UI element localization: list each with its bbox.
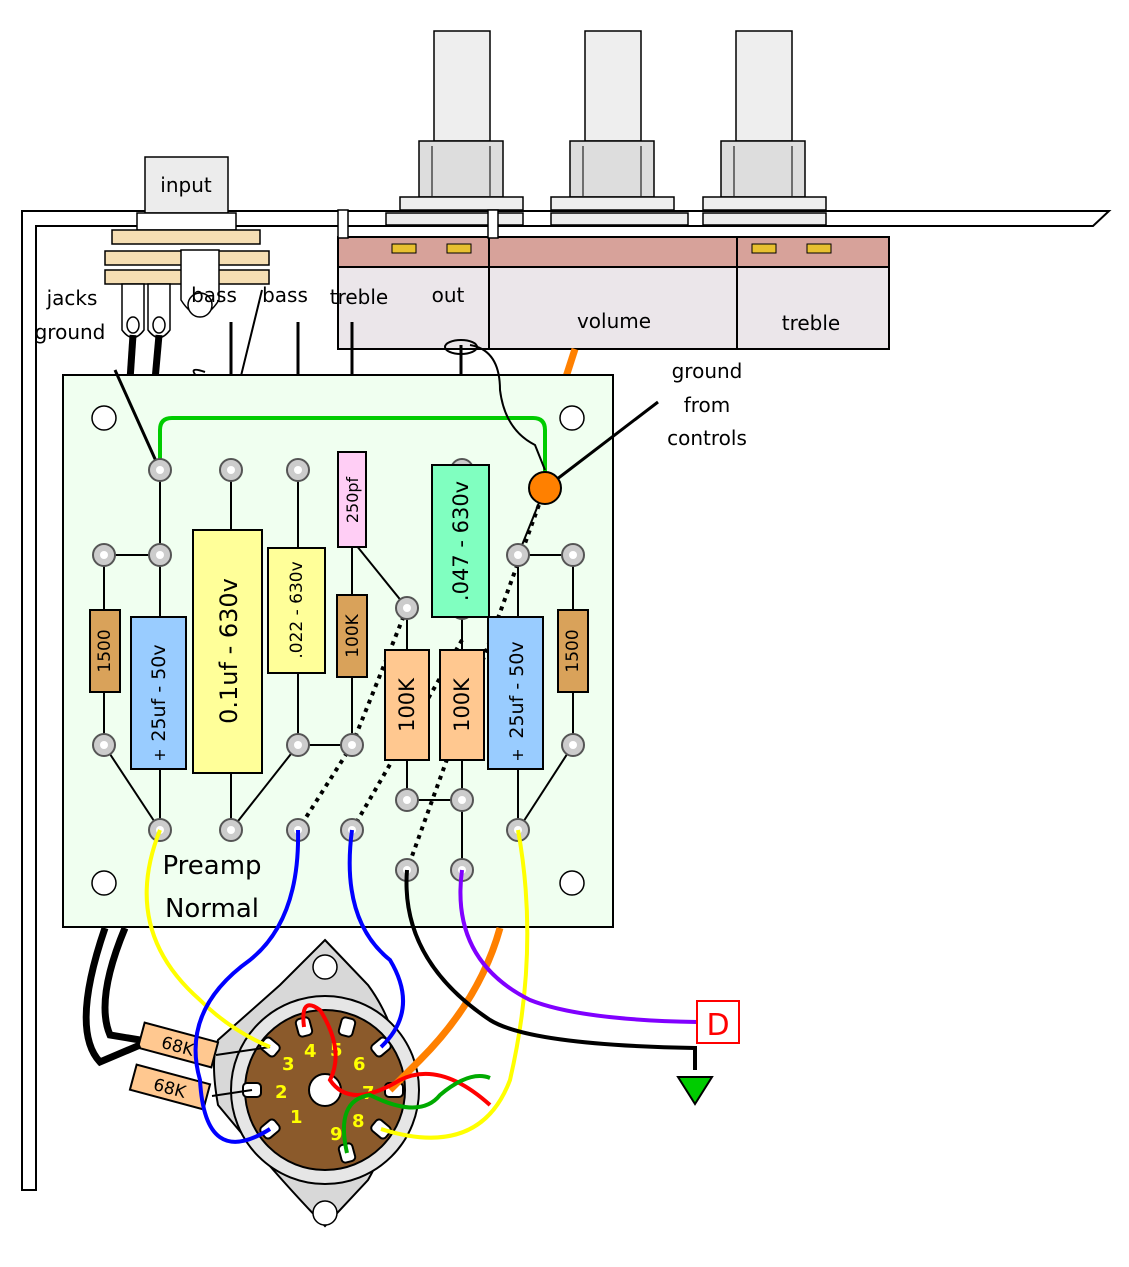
resistor-100k-a: 100K <box>336 594 368 678</box>
chassis <box>21 210 1112 1191</box>
d-marker: D <box>696 1000 740 1044</box>
svg-text:25uf - 50v: 25uf - 50v <box>148 644 170 741</box>
board-name-line1: Preamp <box>162 851 261 881</box>
svg-text:+: + <box>150 748 169 761</box>
capacitor-250pf: 250pf <box>337 451 367 548</box>
svg-text:25uf - 50v: 25uf - 50v <box>506 641 528 738</box>
bass-label-1: bass <box>191 283 237 307</box>
input-jack: input <box>104 156 270 339</box>
capacitor-022: .022 - 630v <box>267 547 326 674</box>
ground-bus-wire <box>158 416 547 488</box>
resistor-1500-left: 1500 <box>89 609 121 693</box>
pot-shaft-3 <box>702 30 827 226</box>
svg-text:.022 - 630v: .022 - 630v <box>287 561 307 658</box>
socket-wires <box>82 829 698 1154</box>
svg-text:1500: 1500 <box>563 629 583 672</box>
pot-shaft-2 <box>550 30 689 226</box>
board-name-line2: Normal <box>165 894 259 924</box>
capacitor-25uf-right: 25uf - 50v + <box>487 616 544 770</box>
treble-label: treble <box>330 285 389 309</box>
ground-label: ground <box>35 320 106 344</box>
jacks-label: jacks <box>46 286 98 310</box>
svg-text:100K: 100K <box>343 613 363 657</box>
svg-text:1500: 1500 <box>95 629 115 672</box>
svg-text:100K: 100K <box>450 677 474 732</box>
svg-text:3: 3 <box>282 1054 295 1075</box>
ground-lug <box>528 471 562 505</box>
svg-text:4: 4 <box>304 1041 317 1062</box>
treble-pot-label: treble <box>782 311 841 335</box>
svg-text:D: D <box>706 1008 729 1043</box>
pots: out volume treble <box>337 30 890 350</box>
pot-shaft-1 <box>385 30 524 226</box>
svg-text:+: + <box>508 748 527 761</box>
resistor-1500-right: 1500 <box>557 609 589 693</box>
svg-text:100K: 100K <box>395 677 419 732</box>
svg-text:250pf: 250pf <box>343 476 362 523</box>
capacitor-047: .047 - 630v <box>431 464 490 618</box>
input-label: input <box>160 173 212 197</box>
resistor-100k-b: 100K <box>384 649 430 761</box>
svg-text:6: 6 <box>353 1054 366 1075</box>
bass-label-2: bass <box>262 283 308 307</box>
svg-text:2: 2 <box>275 1082 288 1103</box>
svg-text:8: 8 <box>352 1111 365 1132</box>
ground-from-controls-line1: ground <box>672 359 743 383</box>
ground-from-controls-line2: from <box>684 393 731 417</box>
capacitor-25uf-left: 25uf - 50v + <box>130 616 187 770</box>
svg-text:9: 9 <box>330 1124 343 1145</box>
resistor-100k-c: 100K <box>439 649 485 761</box>
volume-label: volume <box>577 309 651 333</box>
out-label: out <box>432 283 465 307</box>
svg-text:0.1uf - 630v: 0.1uf - 630v <box>215 578 243 724</box>
ground-symbol-icon <box>676 1076 714 1106</box>
capacitor-0.1uf: 0.1uf - 630v <box>192 529 263 774</box>
ground-from-controls-line3: controls <box>667 426 747 450</box>
mounting-holes <box>91 405 585 896</box>
svg-text:.047 - 630v: .047 - 630v <box>449 481 473 601</box>
resistor-68k-1: 68K <box>136 1021 220 1069</box>
svg-text:1: 1 <box>290 1107 303 1128</box>
